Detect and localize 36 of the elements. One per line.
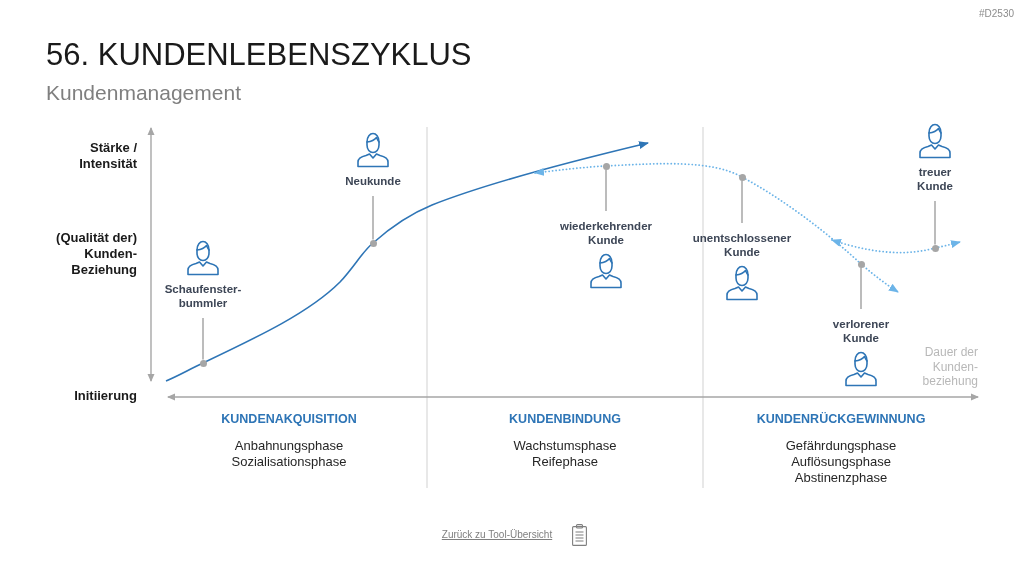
leader-line (741, 179, 743, 224)
phase-heading: KUNDENBINDUNG (508, 411, 622, 427)
customer-type-label: unentschlossener Kunde (691, 231, 793, 259)
leader-line (202, 317, 204, 361)
curve-point (738, 173, 746, 181)
curve-point (369, 239, 377, 247)
leader-line (605, 168, 607, 212)
axis-label: Stärke / Intensität (78, 140, 137, 172)
customer-type-label: verlorener Kunde (831, 317, 891, 345)
phase-heading: KUNDENAKQUISITION (220, 411, 358, 427)
leader-line (934, 200, 936, 246)
phase-name: Gefährdungsphase (784, 438, 898, 454)
curve-point (199, 359, 207, 367)
phase-name: Anbahnungsphase (233, 438, 345, 454)
curve-point (602, 162, 610, 170)
axis-label: Initiierung (73, 388, 137, 404)
curve-point (857, 260, 865, 268)
customer-type-label: wiederkehrender Kunde (558, 219, 653, 247)
customer-type-label: Neukunde (345, 174, 401, 188)
phase-name: Reifephase (531, 454, 599, 470)
customer-type-label: treuer Kunde (916, 165, 954, 193)
subtitle: Kundenmanagement (46, 80, 242, 106)
slide-code: #D2530 (977, 8, 1014, 20)
phase-name: Sozialisationsphase (230, 454, 348, 470)
phase-name: Wachstumsphase (512, 438, 618, 454)
leader-line (860, 266, 862, 310)
customer-type-label: Schaufenster- bummler (163, 282, 243, 310)
axis-label: (Qualität der) Kunden- Beziehung (55, 230, 137, 278)
axis-label: Dauer der Kunden- beziehung (921, 345, 978, 389)
phase-name: Abstinenzphase (793, 470, 889, 486)
leader-line (372, 195, 374, 241)
title: 56. KUNDENLEBENSZYKLUS (46, 36, 472, 74)
curve-point (931, 244, 939, 252)
phase-name: Auflösungsphase (790, 454, 892, 470)
phase-heading: KUNDENRÜCKGEWINNUNG (755, 411, 927, 427)
back-link: Zurück zu Tool-Übersicht (441, 529, 553, 541)
